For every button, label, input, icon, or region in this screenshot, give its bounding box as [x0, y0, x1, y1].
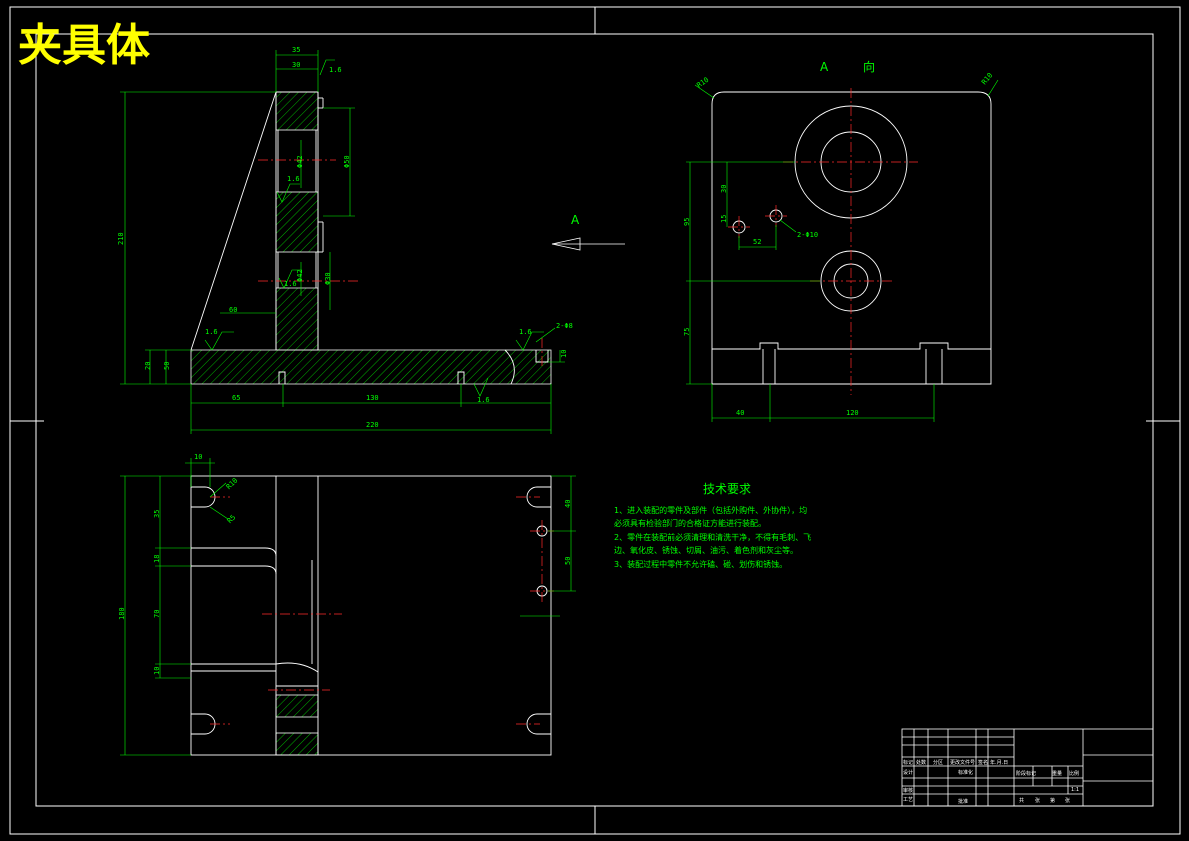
dim-text: Φ50 — [343, 155, 351, 168]
tech-line: 2、零件在装配前必须清理和清洗干净，不得有毛刺、飞 — [614, 532, 811, 542]
title-block-cell: 第 — [1050, 797, 1055, 804]
dim-text: 10 — [194, 453, 202, 461]
dim-text: 180 — [118, 607, 126, 620]
dim-text: 30 — [292, 61, 300, 69]
drawing-title: 夹具体 — [18, 20, 150, 71]
title-block-cell: 审核 — [903, 787, 913, 794]
arrow-label: A — [571, 213, 580, 227]
tech-line: 必须具有检验部门的合格证方能进行装配。 — [614, 518, 766, 528]
dim-text: 30 — [720, 185, 728, 193]
dim-text: 1.6 — [477, 396, 490, 404]
dim-text: R10 — [225, 476, 240, 491]
dim-text: 220 — [366, 421, 379, 429]
title-block-cell: 重量 — [1052, 770, 1062, 777]
side-view-a: A 向 — [683, 59, 999, 422]
title-block-cell: 设计 — [903, 769, 913, 776]
dim-text: 120 — [846, 409, 859, 417]
title-block-cell: 标记 — [903, 759, 913, 766]
title-block-cell: 比例 — [1069, 770, 1079, 777]
front-section-view: 35 30 1.6 210 Φ50 Φ42 1.6 Φ42 1.6 Φ30 60… — [117, 46, 573, 434]
tech-line: 边、氧化皮、锈蚀、切屑、油污、着色剂和灰尘等。 — [614, 545, 798, 555]
view-label: A — [820, 60, 829, 74]
dim-text: 1.6 — [519, 328, 532, 336]
title-block: 标记 处数 分区 更改文件号 签名 年.月.日 设计 标准化 审核 工艺 批准 … — [901, 728, 1154, 807]
dim-text: 35 — [292, 46, 300, 54]
tech-line: 3、装配过程中零件不允许磕、碰、划伤和锈蚀。 — [614, 559, 787, 569]
dim-text: 50 — [163, 362, 171, 370]
dim-text: 1.6 — [329, 66, 342, 74]
dim-text: R10 — [980, 71, 994, 86]
title-block-cell: 工艺 — [903, 797, 913, 803]
dim-text: 10 — [153, 667, 161, 675]
dim-text: 130 — [366, 394, 379, 402]
dim-text: 2-Φ10 — [797, 231, 818, 239]
top-view: 10 R10 R5 35 18 70 10 180 40 50 — [118, 453, 576, 756]
dim-text: 15 — [720, 215, 728, 223]
dim-text: 210 — [117, 232, 125, 245]
dim-text: 18 — [153, 555, 161, 563]
title-block-cell: 处数 — [916, 759, 926, 766]
dim-text: 2-Φ8 — [556, 322, 573, 330]
title-block-cell: 签名 — [978, 759, 988, 766]
view-direction-arrow: A — [551, 213, 625, 251]
dim-text: 60 — [229, 306, 237, 314]
dim-text: 52 — [753, 238, 761, 246]
title-block-cell: 1:1 — [1071, 787, 1079, 793]
title-block-cell: 标准化 — [958, 769, 973, 776]
dim-text: R5 — [226, 513, 238, 525]
dim-text: 1.6 — [205, 328, 218, 336]
title-block-cell: 更改文件号 — [950, 759, 975, 766]
dim-text: 95 — [683, 218, 691, 226]
tech-line: 1、进入装配的零件及部件（包括外购件、外协件），均 — [614, 505, 807, 515]
dim-text: 35 — [153, 510, 161, 518]
title-block-cell: 年.月.日 — [990, 759, 1008, 766]
tech-heading: 技术要求 — [703, 482, 751, 496]
dim-text: 40 — [736, 409, 744, 417]
dim-text: 75 — [683, 328, 691, 336]
dim-text: Φ30 — [324, 272, 332, 285]
dim-text: 10 — [560, 350, 568, 358]
dim-text: 20 — [144, 362, 152, 370]
dim-text: Φ42 — [296, 269, 304, 282]
title-block-cell: 张 — [1065, 797, 1070, 804]
dim-text: 70 — [153, 610, 161, 618]
title-block-cell: 张 — [1035, 797, 1040, 804]
title-block-cell: 共 — [1019, 797, 1024, 804]
view-label-direction: 向 — [863, 59, 875, 74]
dim-text: Φ42 — [296, 155, 304, 168]
title-block-cell: 分区 — [933, 759, 943, 766]
dim-text: 65 — [232, 394, 240, 402]
dim-text: 50 — [564, 557, 572, 565]
dim-text: R10 — [695, 76, 710, 90]
title-block-cell: 批准 — [958, 798, 968, 805]
technical-requirements: 技术要求 1、进入装配的零件及部件（包括外购件、外协件），均 必须具有检验部门的… — [614, 482, 811, 569]
sheet-border — [9, 6, 1181, 835]
dim-text: 40 — [564, 500, 572, 508]
dim-text: 1.6 — [287, 175, 300, 183]
title-block-cell: 阶段标记 — [1016, 770, 1036, 777]
dim-text: 1.6 — [284, 280, 297, 288]
